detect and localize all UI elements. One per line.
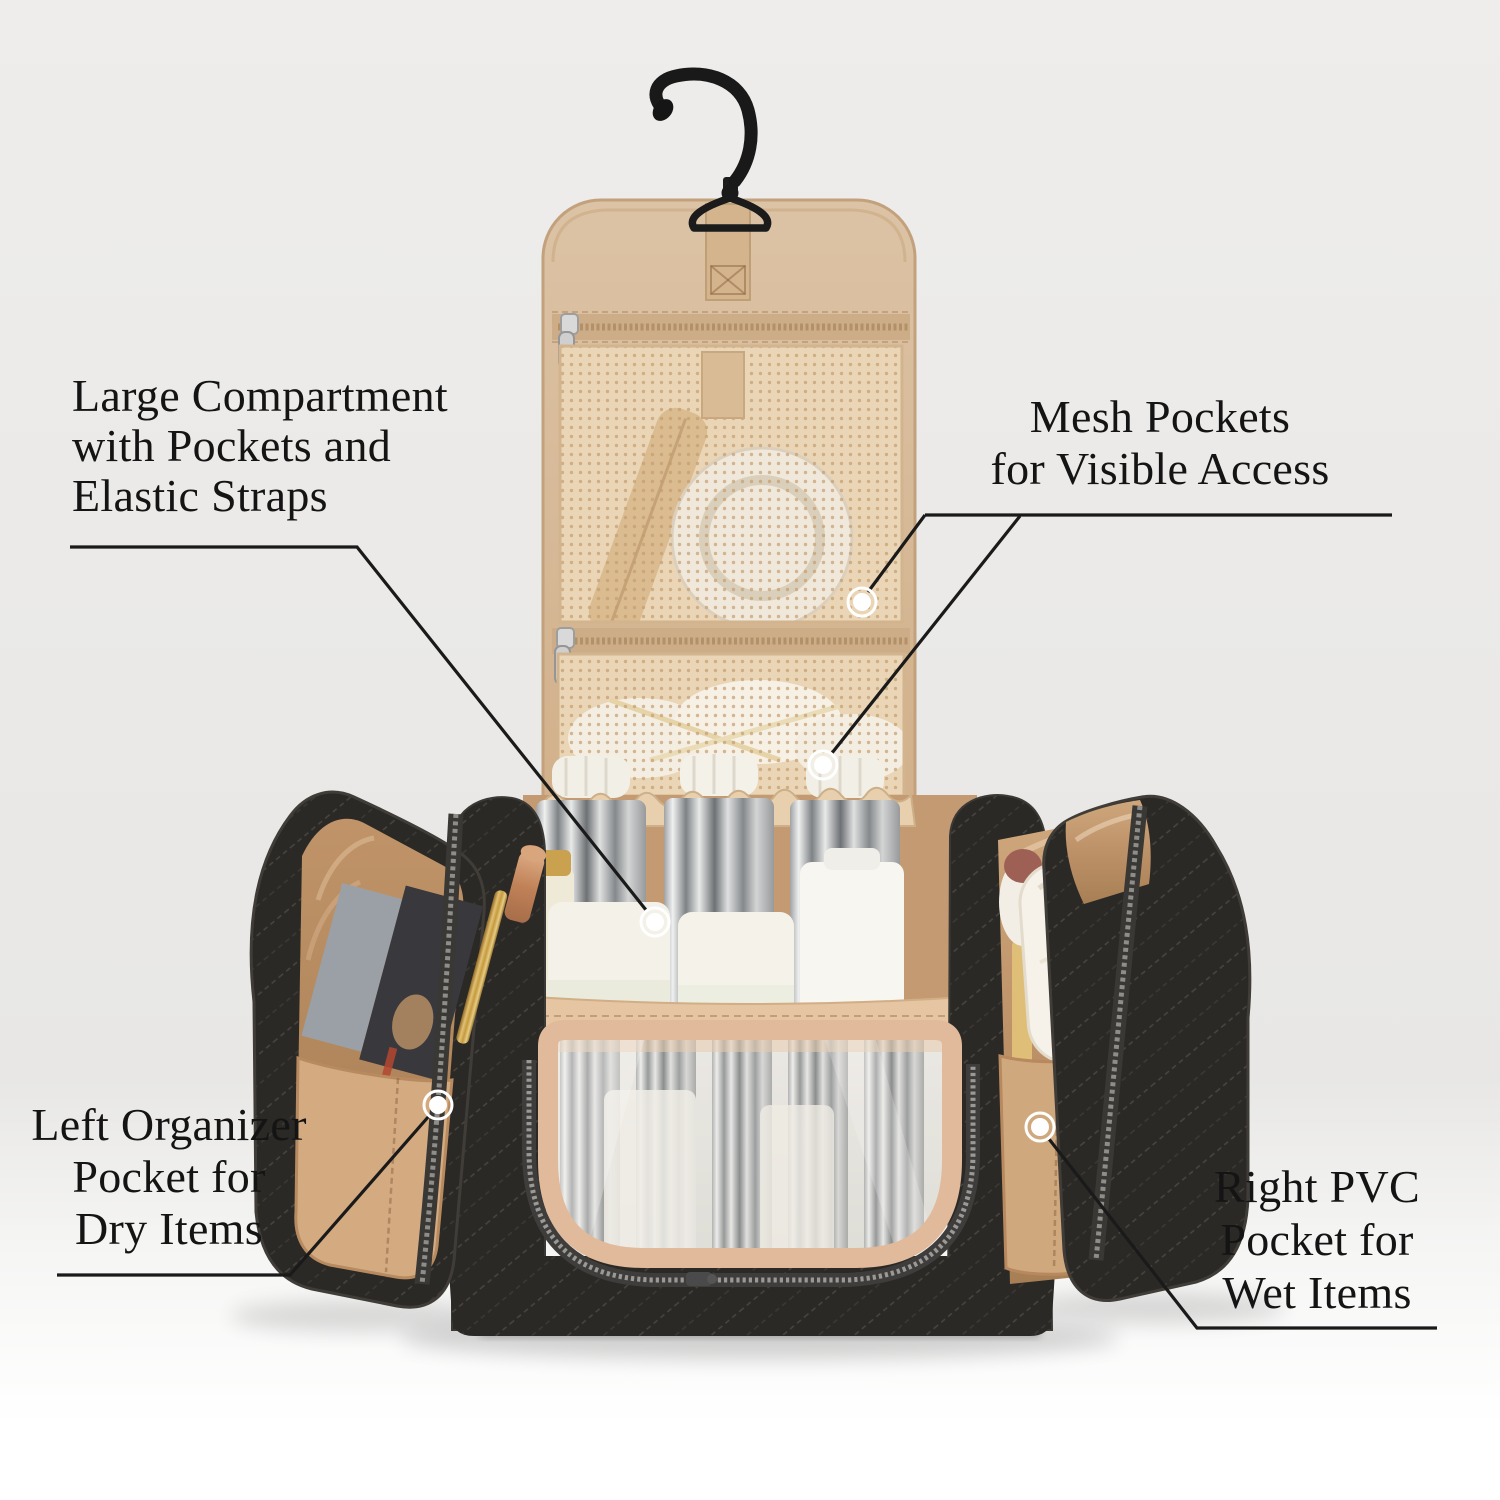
- annotation-text-line: for Visible Access: [990, 443, 1330, 494]
- window-plush-trim: [538, 1020, 962, 1268]
- callout-line-mesh-upper: [866, 514, 927, 593]
- rose-gold-lipstick: [504, 845, 547, 923]
- main-compartment: [519, 754, 981, 1044]
- annotation-text-line: with Pockets and: [72, 420, 392, 471]
- annotation-mesh-pockets: Mesh Pockets for Visible Access: [920, 391, 1400, 495]
- annotation-text-line: Right PVC: [1214, 1161, 1420, 1212]
- annotation-text-line: Left Organizer: [31, 1099, 307, 1150]
- hanger-hook: [649, 67, 772, 232]
- annotation-text-line: Elastic Straps: [72, 470, 328, 521]
- callout-dots: [422, 586, 1056, 1143]
- callout-dot-mesh-upper: [846, 586, 878, 618]
- callout-dot-right-pocket: [1024, 1111, 1056, 1143]
- gray-palette: [301, 883, 403, 1052]
- callout-dot-large-compartment: [639, 906, 671, 938]
- window-zipper-pull: [686, 1272, 717, 1286]
- callout-line-right-pocket: [1047, 1138, 1437, 1330]
- callout-lines: [57, 513, 1437, 1330]
- hanging-strap: [705, 203, 751, 301]
- annotation-large-compartment: Large Compartment with Pockets and Elast…: [72, 371, 542, 521]
- annotation-text-line: Large Compartment: [72, 370, 448, 421]
- annotation-text-line: Pocket for: [72, 1151, 266, 1202]
- window-zipper: [522, 1060, 980, 1287]
- right-door: [1042, 794, 1252, 1302]
- annotation-text-line: Dry Items: [75, 1203, 263, 1254]
- annotation-left-pocket: Left Organizer Pocket for Dry Items: [4, 1099, 334, 1255]
- annotation-text-line: Mesh Pockets: [1029, 391, 1291, 442]
- callout-line-mesh-lower: [830, 515, 1022, 754]
- callout-line-left-pocket: [57, 1114, 431, 1277]
- callout-line-large-compartment: [70, 545, 648, 911]
- mesh-pocket-upper: [558, 344, 904, 624]
- annotation-right-pocket: Right PVC Pocket for Wet Items: [1178, 1160, 1456, 1319]
- callout-dot-mesh-lower: [807, 749, 839, 781]
- gold-pen: [456, 890, 508, 1044]
- clear-window: [538, 1020, 962, 1268]
- flap-hanging-loop: [701, 351, 745, 419]
- annotation-text-line: Pocket for: [1220, 1214, 1414, 1265]
- left-door: [249, 790, 547, 1309]
- flap-zipper-top: [552, 311, 910, 369]
- bottle-caps: [552, 754, 884, 798]
- callout-dot-left-pocket: [422, 1089, 454, 1121]
- annotation-text-line: Wet Items: [1222, 1267, 1412, 1318]
